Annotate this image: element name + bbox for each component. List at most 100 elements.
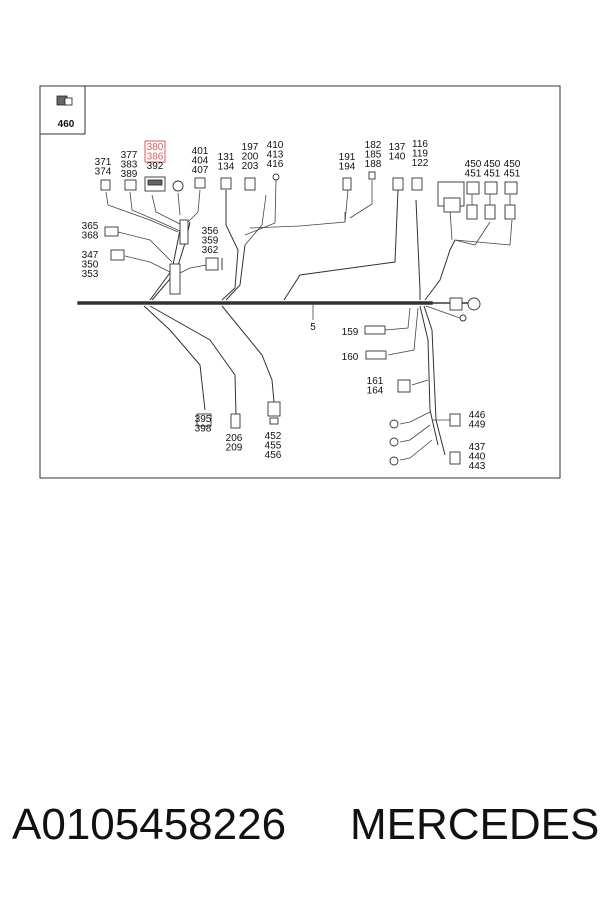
connector-395 xyxy=(196,413,212,427)
callout-number: 160 xyxy=(342,352,359,363)
connector-452 xyxy=(267,401,281,425)
callout-number: 362 xyxy=(202,245,219,256)
callout-number: 134 xyxy=(218,162,235,173)
callout-number: 182 xyxy=(365,140,382,151)
connector-410 xyxy=(272,173,280,181)
callout-number: 455 xyxy=(265,441,282,452)
callout-number: 451 xyxy=(504,169,521,180)
connector-161 xyxy=(397,379,411,393)
callout-number: 122 xyxy=(412,158,429,169)
wiring-harness-diagram: 460 5 xyxy=(39,85,561,479)
connector-137 xyxy=(392,177,404,191)
callout-number: 353 xyxy=(82,269,99,280)
callout-number: 116 xyxy=(412,139,428,150)
callout-number: 383 xyxy=(121,160,138,171)
callout-number: 450 xyxy=(504,159,521,170)
connector-347 xyxy=(110,249,125,261)
connector-446 xyxy=(449,413,461,427)
relay-block xyxy=(437,181,465,213)
callout-number: 119 xyxy=(412,149,428,160)
brand-name: MERCEDES xyxy=(350,800,600,849)
callout-number: 449 xyxy=(469,420,486,431)
callout-number: 410 xyxy=(267,140,284,151)
connector-377 xyxy=(124,179,137,191)
callout-number: 451 xyxy=(484,169,501,180)
callout-number: 401 xyxy=(192,146,209,157)
callout-number: 164 xyxy=(367,386,384,397)
connector-371 xyxy=(100,179,111,191)
trunk-label: 5 xyxy=(310,322,316,333)
callout-number: 456 xyxy=(265,450,282,461)
callout-number: 356 xyxy=(202,226,219,237)
connector-131 xyxy=(220,177,232,190)
callout-number: 188 xyxy=(365,159,382,170)
callout-number: 137 xyxy=(389,142,406,153)
connector-365 xyxy=(104,226,119,237)
callout-number: 368 xyxy=(82,231,99,242)
callout-number: 404 xyxy=(192,156,209,167)
inset-box: 460 xyxy=(39,85,86,135)
connector-356 xyxy=(205,257,223,271)
connector-390 xyxy=(172,180,184,192)
callout-number: 374 xyxy=(95,167,112,178)
callout-number: 161 xyxy=(367,376,384,387)
callout-number: 131 xyxy=(218,152,235,163)
connector-206 xyxy=(230,413,241,429)
callout-number: 191 xyxy=(339,152,356,163)
caption: A0105458226 MERCEDES xyxy=(0,800,600,860)
connector-197 xyxy=(244,177,256,191)
callout-number: 209 xyxy=(226,443,243,454)
callout-number: 194 xyxy=(339,162,356,173)
callout-number: 446 xyxy=(469,410,486,421)
callout-number: 450 xyxy=(465,159,482,170)
callout-number: 359 xyxy=(202,236,219,247)
part-number: A0105458226 xyxy=(12,800,287,849)
callout-159: 159 xyxy=(342,327,359,338)
connector-182 xyxy=(368,171,376,180)
connector-159 xyxy=(364,325,386,335)
callout-number: 437 xyxy=(469,442,486,453)
callout-number: 407 xyxy=(192,165,209,176)
connector-191 xyxy=(342,177,352,191)
callout-number: 450 xyxy=(484,159,501,170)
ring-terminal-2 xyxy=(389,437,399,447)
callout-number: 185 xyxy=(365,150,382,161)
callout-number: 197 xyxy=(242,142,259,153)
inset-connector-icon xyxy=(56,95,73,106)
callout-number: 347 xyxy=(82,250,99,261)
callout-number: 386 xyxy=(147,152,164,163)
diagram-frame xyxy=(39,85,561,479)
connector-437 xyxy=(449,451,461,465)
callout-number: 398 xyxy=(195,424,212,435)
callout-number: 413 xyxy=(267,150,284,161)
callout-number: 380 xyxy=(147,142,164,153)
callout-number: 389 xyxy=(121,169,138,180)
callout-number: 203 xyxy=(242,161,259,172)
callout-number: 392 xyxy=(147,161,164,172)
callout-number: 159 xyxy=(342,327,359,338)
connector-450b xyxy=(484,181,498,220)
connector-450c xyxy=(504,181,518,220)
callout-number: 140 xyxy=(389,152,406,163)
callout-number: 350 xyxy=(82,260,99,271)
callout-number: 371 xyxy=(95,157,112,168)
ring-terminal-3 xyxy=(389,456,399,466)
highlight-box xyxy=(144,140,166,163)
